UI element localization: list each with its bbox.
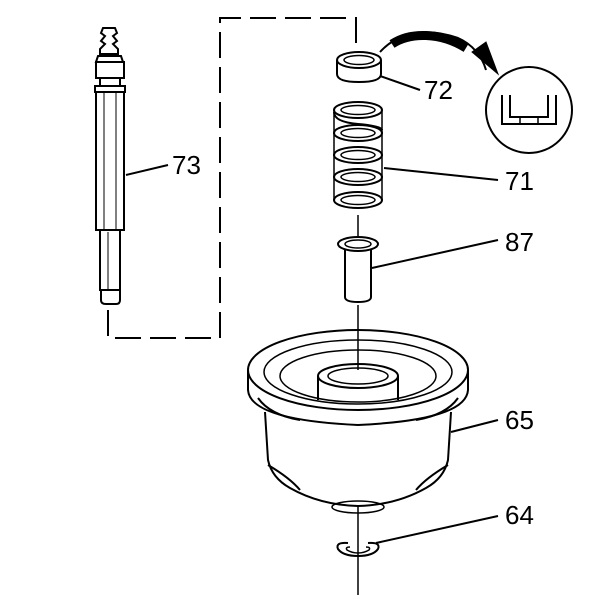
callout-71: 71 — [505, 166, 534, 196]
callout-64: 64 — [505, 500, 534, 530]
retainer-cap-72 — [336, 51, 382, 84]
leader-line-64 — [375, 515, 499, 544]
leader-line-73 — [125, 164, 169, 176]
leader-line-87 — [371, 239, 499, 269]
housing-65 — [247, 329, 469, 514]
callout-73: 73 — [172, 150, 201, 180]
installer-tool-73 — [94, 27, 126, 305]
dashed-link-line — [107, 17, 357, 339]
leader-line-65 — [450, 419, 499, 433]
cap-detail-circle — [485, 66, 573, 154]
callout-87: 87 — [505, 227, 534, 257]
leader-line-71 — [383, 167, 499, 181]
spring-71 — [333, 101, 383, 209]
callout-65: 65 — [505, 405, 534, 435]
snap-ring-64 — [336, 541, 380, 558]
callout-72: 72 — [424, 75, 453, 105]
piston-87 — [337, 236, 379, 304]
leader-line-72 — [379, 75, 421, 91]
